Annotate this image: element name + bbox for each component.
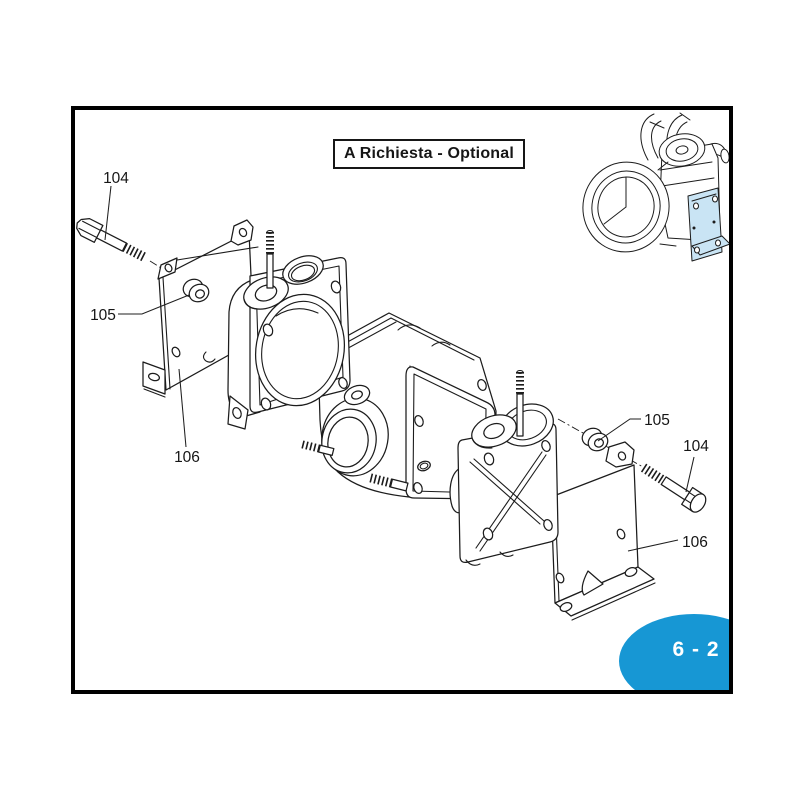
pump-head-right (449, 369, 559, 566)
stud-right-head (516, 369, 524, 437)
callout-106-right: 106 (682, 534, 708, 551)
stud-left-head (266, 229, 274, 289)
optional-label-box: A Richiesta - Optional (333, 139, 525, 169)
page-number-text: 6 - 2 (672, 638, 720, 661)
bracket-right (550, 441, 656, 621)
pump-thumbnail (582, 112, 731, 262)
callout-104-left: 104 (103, 170, 129, 187)
page-number-badge: 6 - 2 (619, 614, 729, 690)
stud-crankcase-upper (300, 440, 335, 457)
callout-106-left: 106 (174, 449, 200, 466)
callout-105-right: 105 (644, 412, 670, 429)
optional-label-text: A Richiesta - Optional (343, 145, 515, 162)
pump-head-left (227, 229, 351, 430)
bolt-right (640, 463, 707, 513)
callout-105-left: 105 (90, 307, 116, 324)
spacer-left (182, 278, 210, 303)
page-frame: 6 - 2 (71, 106, 733, 694)
leader-lines (104, 185, 695, 552)
callout-104-right: 104 (683, 438, 709, 455)
